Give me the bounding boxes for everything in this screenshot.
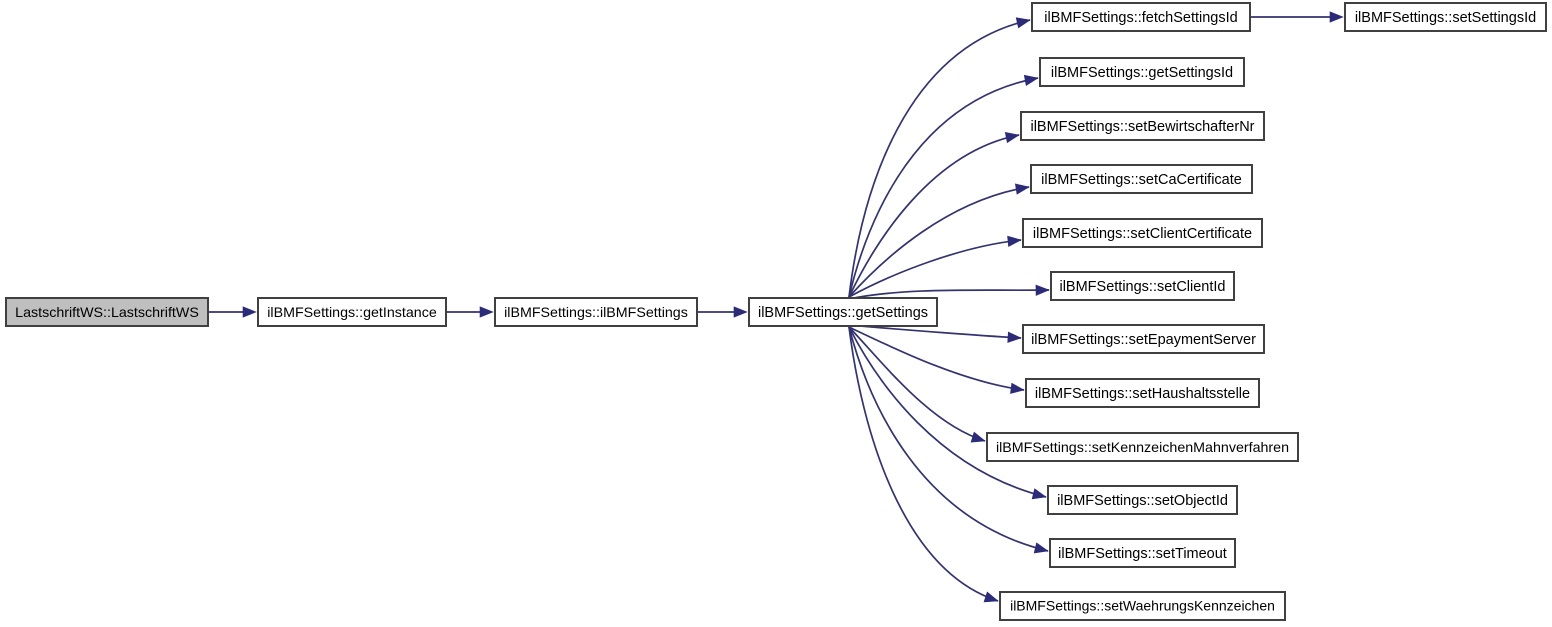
- node-ilbmfsettings-setkennzeichenmahnverfahren-label: ilBMFSettings::setKennzeichenMahnverfahr…: [996, 440, 1289, 456]
- edge-ilbmfsettings-getsettings-to-ilbmfsettings-setepaymentserver-arrowhead: [1007, 331, 1022, 343]
- node-ilbmfsettings-ilbmfsettings-box[interactable]: [494, 297, 698, 327]
- edge-lastschriftws-lastschriftws-to-ilbmfsettings-getinstance-arrowhead: [242, 306, 257, 318]
- node-ilbmfsettings-setclientcertificate-label: ilBMFSettings::setClientCertificate: [1033, 226, 1252, 242]
- edge-ilbmfsettings-getsettings-to-ilbmfsettings-sethaushaltsstelle: [848, 326, 1025, 394]
- edge-ilbmfsettings-getinstance-to-ilbmfsettings-ilbmfsettings-arrowhead: [479, 306, 494, 318]
- node-ilbmfsettings-getinstance-label: ilBMFSettings::getInstance: [267, 305, 437, 321]
- node-ilbmfsettings-setwaehrungskennzeichen[interactable]: ilBMFSettings::setWaehrungsKennzeichen: [999, 591, 1286, 621]
- edge-ilbmfsettings-getsettings-to-ilbmfsettings-getsettingsid-line: [848, 77, 1039, 298]
- edge-ilbmfsettings-getsettings-to-ilbmfsettings-setbewirtschafternr: [848, 132, 1020, 298]
- edge-layer: [208, 11, 1344, 603]
- edge-ilbmfsettings-getsettings-to-ilbmfsettings-fetchsettingsid-line: [848, 19, 1031, 298]
- node-ilbmfsettings-setcacertificate[interactable]: ilBMFSettings::setCaCertificate: [1030, 164, 1253, 194]
- node-ilbmfsettings-setobjectid[interactable]: ilBMFSettings::setObjectId: [1047, 485, 1238, 515]
- edge-lastschriftws-lastschriftws-to-ilbmfsettings-getinstance: [208, 306, 257, 318]
- edge-ilbmfsettings-getsettings-to-ilbmfsettings-setclientid: [848, 284, 1050, 300]
- node-ilbmfsettings-sethaushaltsstelle[interactable]: ilBMFSettings::setHaushaltsstelle: [1025, 378, 1260, 408]
- edge-ilbmfsettings-getsettings-to-ilbmfsettings-setclientid-arrowhead: [1035, 284, 1050, 296]
- node-ilbmfsettings-setsettingsid-label: ilBMFSettings::setSettingsId: [1355, 10, 1536, 26]
- node-ilbmfsettings-sethaushaltsstelle-box[interactable]: [1025, 378, 1260, 408]
- edge-ilbmfsettings-getsettings-to-ilbmfsettings-setobjectid-line: [848, 326, 1047, 498]
- edge-ilbmfsettings-getsettings-to-ilbmfsettings-setclientcertificate-line: [848, 239, 1022, 298]
- edge-ilbmfsettings-getsettings-to-ilbmfsettings-sethaushaltsstelle-arrowhead: [1010, 382, 1025, 394]
- node-ilbmfsettings-setbewirtschafternr-box[interactable]: [1020, 111, 1265, 141]
- node-ilbmfsettings-setclientid[interactable]: ilBMFSettings::setClientId: [1050, 271, 1235, 301]
- edge-ilbmfsettings-getsettings-to-ilbmfsettings-getsettingsid: [848, 74, 1039, 298]
- node-lastschriftws-lastschriftws[interactable]: LastschriftWS::LastschriftWS: [5, 297, 209, 327]
- node-ilbmfsettings-settimeout[interactable]: ilBMFSettings::setTimeout: [1049, 538, 1236, 568]
- node-ilbmfsettings-setwaehrungskennzeichen-label: ilBMFSettings::setWaehrungsKennzeichen: [1010, 598, 1275, 614]
- edge-ilbmfsettings-getsettings-to-ilbmfsettings-setkennzeichenmahnverfahren: [848, 326, 986, 443]
- edge-ilbmfsettings-getsettings-to-ilbmfsettings-settimeout-line: [848, 326, 1049, 552]
- node-ilbmfsettings-ilbmfsettings-label: ilBMFSettings::ilBMFSettings: [504, 305, 688, 321]
- node-ilbmfsettings-getsettings-box[interactable]: [748, 297, 938, 327]
- node-ilbmfsettings-setbewirtschafternr-label: ilBMFSettings::setBewirtschafterNr: [1030, 119, 1254, 135]
- edge-ilbmfsettings-getsettings-to-ilbmfsettings-setcacertificate-line: [848, 186, 1030, 298]
- edge-ilbmfsettings-getinstance-to-ilbmfsettings-ilbmfsettings: [446, 306, 494, 318]
- node-ilbmfsettings-setclientcertificate[interactable]: ilBMFSettings::setClientCertificate: [1022, 218, 1263, 248]
- node-ilbmfsettings-getsettingsid-label: ilBMFSettings::getSettingsId: [1051, 65, 1233, 81]
- node-ilbmfsettings-ilbmfsettings[interactable]: ilBMFSettings::ilBMFSettings: [494, 297, 698, 327]
- node-ilbmfsettings-setobjectid-label: ilBMFSettings::setObjectId: [1057, 493, 1228, 509]
- node-ilbmfsettings-settimeout-box[interactable]: [1049, 538, 1236, 568]
- node-ilbmfsettings-setcacertificate-label: ilBMFSettings::setCaCertificate: [1041, 172, 1242, 188]
- edge-ilbmfsettings-getsettings-to-ilbmfsettings-setobjectid: [848, 326, 1047, 500]
- node-ilbmfsettings-getsettings-label: ilBMFSettings::getSettings: [758, 305, 928, 321]
- edge-ilbmfsettings-getsettings-to-ilbmfsettings-settimeout: [848, 326, 1049, 554]
- node-ilbmfsettings-getsettingsid-box[interactable]: [1039, 57, 1245, 87]
- node-ilbmfsettings-setcacertificate-box[interactable]: [1030, 164, 1253, 194]
- node-ilbmfsettings-setsettingsid[interactable]: ilBMFSettings::setSettingsId: [1344, 2, 1547, 32]
- node-ilbmfsettings-fetchsettingsid-box[interactable]: [1031, 2, 1251, 32]
- edge-ilbmfsettings-getsettings-to-ilbmfsettings-setclientcertificate-arrowhead: [1007, 235, 1022, 247]
- node-ilbmfsettings-sethaushaltsstelle-label: ilBMFSettings::setHaushaltsstelle: [1035, 386, 1250, 402]
- node-ilbmfsettings-setkennzeichenmahnverfahren[interactable]: ilBMFSettings::setKennzeichenMahnverfahr…: [986, 432, 1299, 462]
- node-ilbmfsettings-setclientcertificate-box[interactable]: [1022, 218, 1263, 248]
- edge-ilbmfsettings-getsettings-to-ilbmfsettings-setclientcertificate: [848, 235, 1022, 298]
- edge-ilbmfsettings-ilbmfsettings-to-ilbmfsettings-getsettings-arrowhead: [733, 306, 748, 318]
- node-ilbmfsettings-fetchsettingsid-label: ilBMFSettings::fetchSettingsId: [1044, 10, 1237, 26]
- node-ilbmfsettings-fetchsettingsid[interactable]: ilBMFSettings::fetchSettingsId: [1031, 2, 1251, 32]
- edge-ilbmfsettings-getsettings-to-ilbmfsettings-settimeout-arrowhead: [1033, 542, 1049, 554]
- edge-ilbmfsettings-getsettings-to-ilbmfsettings-setcacertificate-arrowhead: [1014, 183, 1030, 195]
- edge-ilbmfsettings-getsettings-to-ilbmfsettings-setwaehrungskennzeichen-arrowhead: [983, 591, 999, 603]
- edge-ilbmfsettings-ilbmfsettings-to-ilbmfsettings-getsettings: [697, 306, 748, 318]
- node-lastschriftws-lastschriftws-box[interactable]: [5, 297, 209, 327]
- edge-ilbmfsettings-getsettings-to-ilbmfsettings-setobjectid-arrowhead: [1031, 488, 1047, 500]
- edge-ilbmfsettings-getsettings-to-ilbmfsettings-setwaehrungskennzeichen-line: [848, 326, 999, 602]
- node-ilbmfsettings-setsettingsid-box[interactable]: [1344, 2, 1547, 32]
- edge-ilbmfsettings-getsettings-to-ilbmfsettings-setkennzeichenmahnverfahren-arrowhead: [970, 431, 986, 443]
- edge-ilbmfsettings-getsettings-to-ilbmfsettings-setcacertificate: [848, 183, 1030, 298]
- edge-ilbmfsettings-getsettings-to-ilbmfsettings-setwaehrungskennzeichen: [848, 326, 999, 603]
- node-ilbmfsettings-setepaymentserver-label: ilBMFSettings::setEpaymentServer: [1031, 332, 1256, 348]
- edge-ilbmfsettings-getsettings-to-ilbmfsettings-setclientid-line: [848, 289, 1050, 300]
- node-ilbmfsettings-getinstance[interactable]: ilBMFSettings::getInstance: [257, 297, 447, 327]
- node-ilbmfsettings-setwaehrungskennzeichen-box[interactable]: [999, 591, 1286, 621]
- node-ilbmfsettings-getinstance-box[interactable]: [257, 297, 447, 327]
- node-ilbmfsettings-getsettings[interactable]: ilBMFSettings::getSettings: [748, 297, 938, 327]
- node-ilbmfsettings-setkennzeichenmahnverfahren-box[interactable]: [986, 432, 1299, 462]
- edge-ilbmfsettings-fetchsettingsid-to-ilbmfsettings-setsettingsid: [1250, 11, 1344, 23]
- node-lastschriftws-lastschriftws-label: LastschriftWS::LastschriftWS: [15, 305, 199, 321]
- node-ilbmfsettings-setobjectid-box[interactable]: [1047, 485, 1238, 515]
- edge-ilbmfsettings-getsettings-to-ilbmfsettings-setbewirtschafternr-line: [848, 134, 1020, 298]
- edge-ilbmfsettings-getsettings-to-ilbmfsettings-setkennzeichenmahnverfahren-line: [848, 326, 986, 442]
- edge-ilbmfsettings-fetchsettingsid-to-ilbmfsettings-setsettingsid-arrowhead: [1329, 11, 1344, 23]
- edge-ilbmfsettings-getsettings-to-ilbmfsettings-getsettingsid-arrowhead: [1023, 74, 1039, 86]
- edge-ilbmfsettings-getsettings-to-ilbmfsettings-fetchsettingsid: [848, 17, 1031, 298]
- node-ilbmfsettings-getsettingsid[interactable]: ilBMFSettings::getSettingsId: [1039, 57, 1245, 87]
- node-ilbmfsettings-setclientid-label: ilBMFSettings::setClientId: [1059, 279, 1225, 295]
- node-ilbmfsettings-setepaymentserver-box[interactable]: [1022, 324, 1265, 354]
- node-ilbmfsettings-setclientid-box[interactable]: [1050, 271, 1235, 301]
- edge-ilbmfsettings-getsettings-to-ilbmfsettings-sethaushaltsstelle-line: [848, 326, 1025, 391]
- edge-ilbmfsettings-getsettings-to-ilbmfsettings-fetchsettingsid-arrowhead: [1015, 17, 1031, 29]
- node-ilbmfsettings-setepaymentserver[interactable]: ilBMFSettings::setEpaymentServer: [1022, 324, 1265, 354]
- edge-ilbmfsettings-getsettings-to-ilbmfsettings-setbewirtschafternr-arrowhead: [1004, 132, 1020, 144]
- node-ilbmfsettings-settimeout-label: ilBMFSettings::setTimeout: [1058, 546, 1227, 562]
- node-ilbmfsettings-setbewirtschafternr[interactable]: ilBMFSettings::setBewirtschafterNr: [1020, 111, 1265, 141]
